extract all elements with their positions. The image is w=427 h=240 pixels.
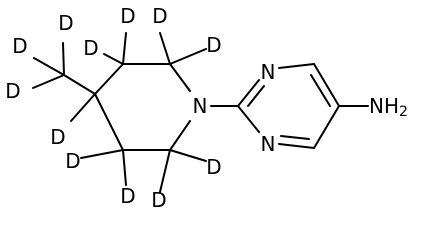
bond-c2-n1-inner	[247, 85, 265, 107]
deuterium-label-lower-bottom-right: D	[151, 188, 166, 211]
deuterium-label-c4: D	[50, 125, 65, 149]
deuterium-label-methyl-top: D	[58, 11, 73, 35]
bond-c3l-d-left	[80, 149, 124, 159]
bond-c4-c3-upper	[94, 63, 124, 95]
bond-c4-c3-lower	[94, 93, 124, 151]
pyrimidine-nitrogen-label-top: N	[261, 60, 276, 84]
bond-c3u-d-left	[103, 53, 124, 65]
bond-c2l-d-right	[169, 149, 207, 162]
bond-c4-n3-inner	[280, 135, 310, 140]
bond-c3l-d-bottom	[122, 149, 127, 186]
piperidine-nitrogen-label: N	[193, 94, 208, 118]
bond-c3u-d-top	[122, 32, 127, 65]
bond-c2u-d-right	[169, 48, 207, 65]
bond-cd3-d2	[33, 57, 65, 76]
bond-cd3-d1	[62, 42, 65, 76]
deuterium-label-lower-left: D	[65, 149, 80, 173]
amine-hydrogen-count: 2	[399, 104, 408, 120]
atom-labels: D D D D D D D D D D D D N N N NH2	[5, 4, 408, 211]
amine-nitrogen-label: N	[369, 94, 384, 118]
bond-n3-c2	[237, 105, 260, 133]
amine-hydrogen-label: H	[384, 94, 399, 118]
bond-c2u-d-top	[159, 32, 171, 65]
bond-c4-n3	[278, 143, 315, 149]
deuterium-label-lower-right: D	[206, 155, 221, 179]
bond-c6-c5-inner	[310, 74, 331, 107]
bond-n1-c6	[278, 63, 315, 69]
deuterium-label-upper-top-right: D	[152, 4, 167, 28]
bond-c5-c4	[313, 105, 340, 149]
amine-group-label: NH2	[369, 94, 408, 120]
bond-c2l-d-bottom	[159, 149, 171, 193]
bonds	[32, 32, 369, 193]
deuterium-label-lower-bottom-left: D	[120, 184, 135, 208]
deuterium-label-upper-left: D	[83, 36, 98, 60]
bond-c2-n1	[237, 79, 260, 107]
bond-cd3-d3	[32, 74, 65, 89]
bond-c4-d	[70, 93, 96, 122]
pyrimidine-nitrogen-label-bottom: N	[261, 132, 276, 156]
structure-diagram: D D D D D D D D D D D D N N N NH2	[5, 4, 408, 211]
deuterium-label-upper-right: D	[206, 33, 221, 57]
deuterium-label-methyl-bottom: D	[5, 79, 20, 103]
deuterium-label-upper-top-left: D	[120, 4, 135, 28]
bond-c6-c5	[313, 63, 340, 107]
bond-c2-n-upper	[169, 63, 191, 92]
bond-cd3-c4	[63, 74, 96, 95]
deuterium-label-methyl-left: D	[12, 34, 27, 58]
bond-c2-n-lower	[169, 120, 191, 151]
